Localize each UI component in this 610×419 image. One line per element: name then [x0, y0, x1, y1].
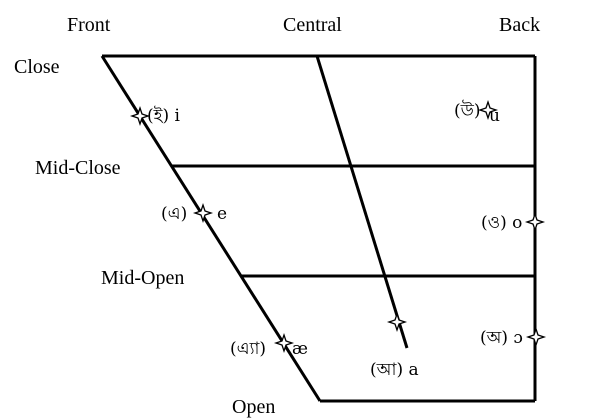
star-icon-o: [524, 211, 546, 233]
vowel-e-bengali-label: (এ): [161, 204, 187, 224]
front-edge: [100, 55, 322, 402]
label-back: Back: [499, 14, 540, 36]
label-front: Front: [67, 14, 111, 36]
star-icon-ae: [273, 332, 295, 354]
star-icon-i: [129, 105, 151, 127]
vowel-u-label: u: [489, 106, 500, 126]
vowel-ae-bengali-label: (এ্যা): [230, 339, 266, 359]
vowel-a-label: (আ) a: [370, 360, 419, 380]
label-open: Open: [232, 396, 275, 418]
label-central: Central: [283, 14, 342, 36]
central-line: [315, 55, 409, 349]
vowel-u-bengali-label: (উ): [454, 100, 481, 121]
label-mid-close: Mid-Close: [35, 157, 121, 179]
star-icon-open-o: [525, 326, 547, 348]
star-icon-e: [192, 202, 214, 224]
vowel-e-label: e: [217, 204, 227, 224]
vowel-o-label: (ও) o: [481, 213, 522, 233]
label-mid-open: Mid-Open: [101, 267, 184, 289]
vowel-ae-label: æ: [292, 339, 308, 359]
vowel-open-o-label: (অ) ɔ: [480, 328, 523, 348]
vowel-i-label: (ই) i: [147, 106, 181, 126]
star-icon-a: [386, 311, 408, 333]
label-close: Close: [14, 56, 60, 78]
star-icon-u: [477, 99, 499, 121]
